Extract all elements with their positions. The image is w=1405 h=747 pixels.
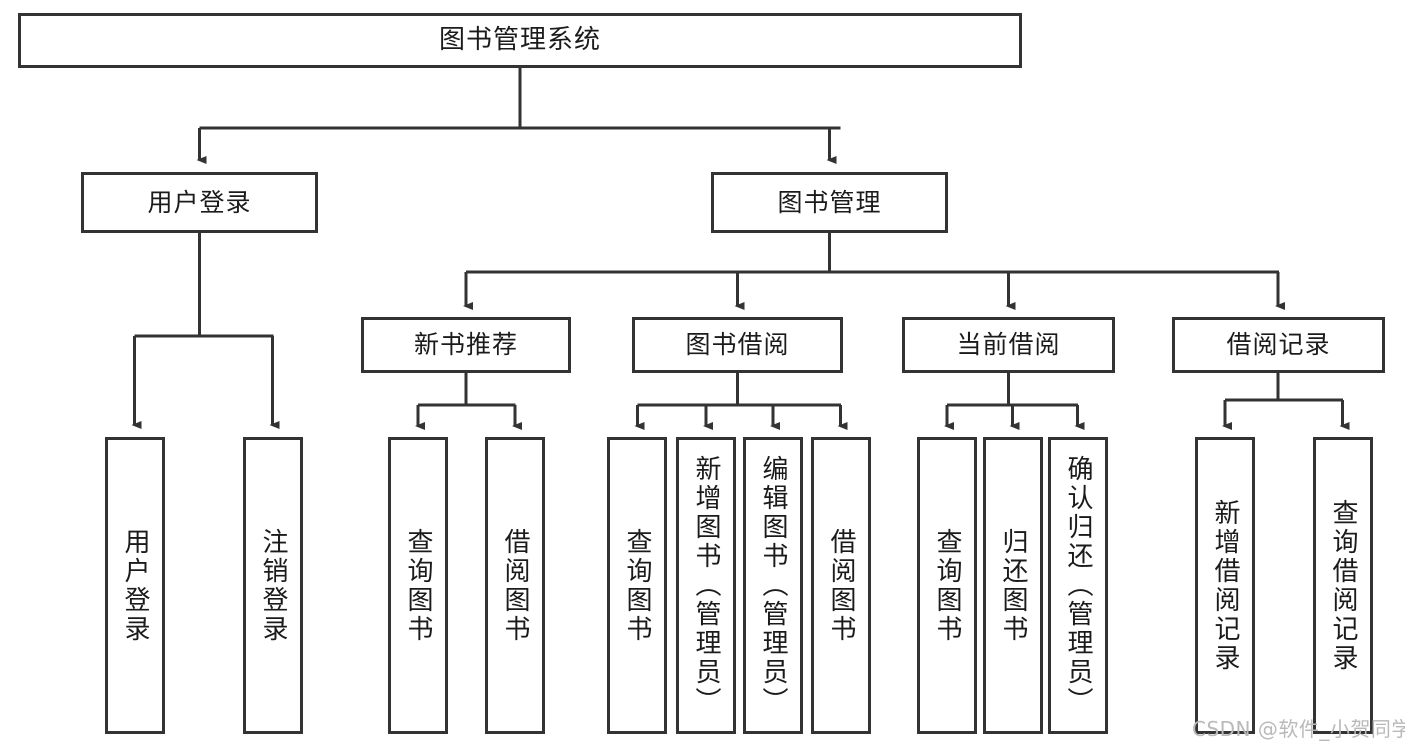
- node-leaf-add-book-admin[interactable]: 新增图书（管理员）: [676, 437, 736, 734]
- node-leaf-query-book-borrow[interactable]: 查询图书: [607, 437, 667, 734]
- node-label: 新增图书（管理员）: [691, 455, 721, 716]
- node-label: 借阅图书: [826, 527, 856, 644]
- node-book-borrow[interactable]: 图书借阅: [632, 317, 843, 373]
- node-label: 归还图书: [998, 527, 1028, 644]
- node-label: 借阅图书: [500, 527, 530, 644]
- node-label: 查询图书: [932, 527, 962, 644]
- node-leaf-logout[interactable]: 注销登录: [243, 437, 303, 734]
- node-label: 查询图书: [403, 527, 433, 644]
- node-label: 用户登录: [147, 187, 252, 217]
- node-label: 查询借阅记录: [1328, 498, 1358, 673]
- node-label: 图书管理系统: [438, 25, 601, 56]
- node-label: 图书管理: [777, 187, 882, 217]
- node-leaf-borrow-book-borrow[interactable]: 借阅图书: [811, 437, 871, 734]
- node-leaf-return-book[interactable]: 归还图书: [983, 437, 1043, 734]
- node-book-management-system[interactable]: 图书管理系统: [18, 13, 1022, 68]
- node-leaf-borrow-book-newbook[interactable]: 借阅图书: [485, 437, 545, 734]
- node-borrow-record[interactable]: 借阅记录: [1172, 317, 1385, 373]
- node-label: 注销登录: [258, 527, 288, 644]
- node-current-borrow[interactable]: 当前借阅: [902, 317, 1115, 373]
- node-book-management[interactable]: 图书管理: [711, 172, 948, 233]
- node-new-book-recommendation[interactable]: 新书推荐: [361, 317, 571, 373]
- node-label: 图书借阅: [685, 330, 790, 360]
- node-leaf-edit-book-admin[interactable]: 编辑图书（管理员）: [743, 437, 803, 734]
- node-leaf-query-book-current[interactable]: 查询图书: [917, 437, 977, 734]
- watermark: CSDN @软件_小贺同学: [1192, 717, 1405, 741]
- node-leaf-query-borrow-record[interactable]: 查询借阅记录: [1313, 437, 1373, 734]
- node-label: 新增借阅记录: [1210, 498, 1240, 673]
- node-label: 确认归还（管理员）: [1063, 455, 1093, 716]
- node-label: 用户登录: [120, 527, 150, 644]
- node-leaf-add-borrow-record[interactable]: 新增借阅记录: [1195, 437, 1255, 734]
- node-user-login[interactable]: 用户登录: [81, 172, 318, 233]
- node-label: 借阅记录: [1226, 330, 1331, 360]
- node-leaf-query-book-newbook[interactable]: 查询图书: [388, 437, 448, 734]
- node-label: 编辑图书（管理员）: [758, 455, 788, 716]
- node-label: 新书推荐: [413, 330, 518, 360]
- node-leaf-confirm-return-admin[interactable]: 确认归还（管理员）: [1048, 437, 1108, 734]
- node-label: 查询图书: [622, 527, 652, 644]
- node-leaf-user-login[interactable]: 用户登录: [105, 437, 165, 734]
- node-label: 当前借阅: [956, 330, 1061, 360]
